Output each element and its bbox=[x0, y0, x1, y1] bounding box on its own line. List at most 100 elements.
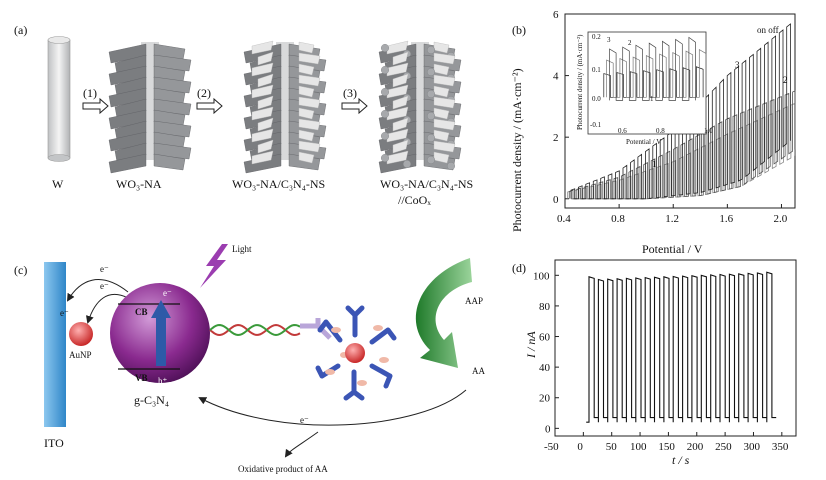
y-tick-label: 2 bbox=[553, 132, 559, 144]
c3n4-sheet bbox=[298, 52, 321, 65]
wo3-c3n4-nanoarray bbox=[243, 40, 327, 174]
nanoplate bbox=[153, 120, 192, 138]
inset-ytick-3: 0.0 bbox=[592, 95, 601, 103]
x-tick-label: 50 bbox=[606, 441, 618, 453]
x-tick-label: -50 bbox=[544, 441, 559, 453]
y-tick-label: 0 bbox=[553, 194, 559, 206]
plot-frame bbox=[554, 259, 797, 437]
label-w: W bbox=[52, 177, 64, 191]
inset-curve-3: 3 bbox=[607, 36, 611, 44]
c3n4-sheet bbox=[251, 84, 274, 99]
label-aap: AAP bbox=[465, 296, 483, 306]
coox-particle bbox=[381, 153, 390, 162]
light-bolt-icon bbox=[200, 244, 228, 288]
x-tick-label: 1.2 bbox=[665, 213, 679, 225]
y-tick-label: 6 bbox=[553, 9, 559, 21]
c3n4-sheet bbox=[298, 151, 315, 164]
electron-return-label: e⁻ bbox=[300, 415, 309, 425]
label-aa: AA bbox=[472, 366, 485, 376]
c3n4-sheet bbox=[298, 63, 315, 76]
ito-electrode bbox=[44, 262, 66, 427]
c3n4-sheet bbox=[251, 150, 274, 165]
y-tick-label: 4 bbox=[553, 71, 559, 83]
curve-label-3: 3 bbox=[735, 60, 740, 70]
x-tick-label: 100 bbox=[630, 441, 647, 453]
nanoplate bbox=[153, 98, 192, 116]
c3n4-sheet bbox=[433, 63, 450, 76]
c3n4-sheet bbox=[257, 139, 274, 154]
c3n4-sheet bbox=[433, 96, 456, 109]
coox-particle bbox=[427, 155, 436, 164]
inset-curve-1: 1 bbox=[650, 95, 654, 103]
c3n4-sheet bbox=[433, 151, 450, 164]
x-tick-label: 0.4 bbox=[557, 213, 571, 225]
coox-particle bbox=[427, 133, 436, 142]
coox-particle bbox=[427, 67, 436, 76]
electron-label-1: e⁻ bbox=[100, 264, 109, 274]
inset-ytick-4: -0.1 bbox=[590, 121, 602, 129]
c3n4-sheet bbox=[392, 95, 409, 110]
panel-b: (b) Photocurrent density / (mA·cm⁻²) Pot… bbox=[510, 9, 796, 256]
nanoplate bbox=[108, 153, 147, 174]
wo3-nanoarray bbox=[108, 42, 192, 174]
inset-curve bbox=[606, 48, 707, 98]
coox-particle bbox=[427, 46, 436, 55]
label-vb: VB bbox=[135, 373, 148, 383]
inset-xtick-1: 0.6 bbox=[618, 127, 627, 135]
y-tick-label: 100 bbox=[533, 270, 550, 282]
nanoplate bbox=[153, 153, 186, 171]
c3n4-sheet bbox=[433, 85, 450, 98]
panel-d-tag: (d) bbox=[512, 261, 526, 275]
nanoplate bbox=[153, 76, 192, 94]
c3n4-sheet bbox=[251, 128, 274, 143]
coox-particle bbox=[381, 87, 390, 96]
x-tick-label: 200 bbox=[687, 441, 704, 453]
oxidation-arrow bbox=[284, 431, 319, 458]
dna-strand-2 bbox=[209, 323, 301, 337]
c3n4-sheet bbox=[433, 41, 450, 54]
c3n4-sheet bbox=[298, 129, 315, 142]
x-tick-label: 2.0 bbox=[773, 213, 787, 225]
coox-particle bbox=[381, 44, 390, 53]
coox-particle bbox=[447, 161, 456, 170]
nanoplate bbox=[153, 54, 192, 72]
c3n4-sheet bbox=[433, 107, 450, 120]
wo3-c3n4-coox-nanoarray bbox=[378, 40, 462, 174]
panel-b-xlabel: Potential / V bbox=[642, 242, 703, 256]
x-tick-label: 350 bbox=[772, 441, 789, 453]
c3n4-sheet bbox=[392, 51, 409, 66]
c3n4-sheet bbox=[257, 73, 274, 88]
excitation-arrow bbox=[156, 317, 166, 366]
c3n4-sheet bbox=[257, 51, 274, 66]
label-wo3-c3n4: WO₃-NA/C₃N₄-NS bbox=[232, 177, 325, 191]
c3n4-sheet bbox=[257, 95, 274, 110]
label-light: Light bbox=[232, 244, 252, 254]
electron-cb: e⁻ bbox=[163, 288, 172, 298]
panel-b-tag: (b) bbox=[512, 23, 526, 37]
inset-ytick-1: 0.2 bbox=[592, 33, 601, 41]
step-1-label: (1) bbox=[83, 86, 97, 100]
c3n4-sheet bbox=[433, 140, 456, 153]
inset-ytick-2: 0.1 bbox=[592, 66, 601, 74]
c3n4-sheet bbox=[433, 52, 456, 65]
panel-d-xlabel: t / s bbox=[672, 453, 690, 467]
panel-c-tag: (c) bbox=[14, 263, 27, 277]
inset-xlabel: Potential / V bbox=[626, 138, 661, 146]
x-tick-label: 0.8 bbox=[611, 213, 625, 225]
dna-helix bbox=[209, 323, 301, 337]
step-3-label: (3) bbox=[343, 86, 357, 100]
curve-label-2: 2 bbox=[783, 75, 788, 85]
c3n4-sheet bbox=[392, 73, 409, 88]
electron-ito: e⁻ bbox=[60, 308, 69, 318]
c3n4-sheet bbox=[251, 40, 274, 55]
inset-xtick-2: 0.8 bbox=[656, 127, 665, 135]
panel-b-legend: on off bbox=[757, 25, 779, 35]
coox-particle bbox=[381, 65, 390, 74]
curve-label-1: 1 bbox=[652, 159, 657, 169]
c3n4-sheet bbox=[298, 85, 315, 98]
label-wo3-c3n4-coox: WO₃-NA/C₃N₄-NS bbox=[380, 177, 473, 191]
inset-ylabel: Photocurrent density / (mA·cm⁻²) bbox=[576, 34, 584, 130]
electron-transfer-arrow-1 bbox=[66, 279, 129, 302]
